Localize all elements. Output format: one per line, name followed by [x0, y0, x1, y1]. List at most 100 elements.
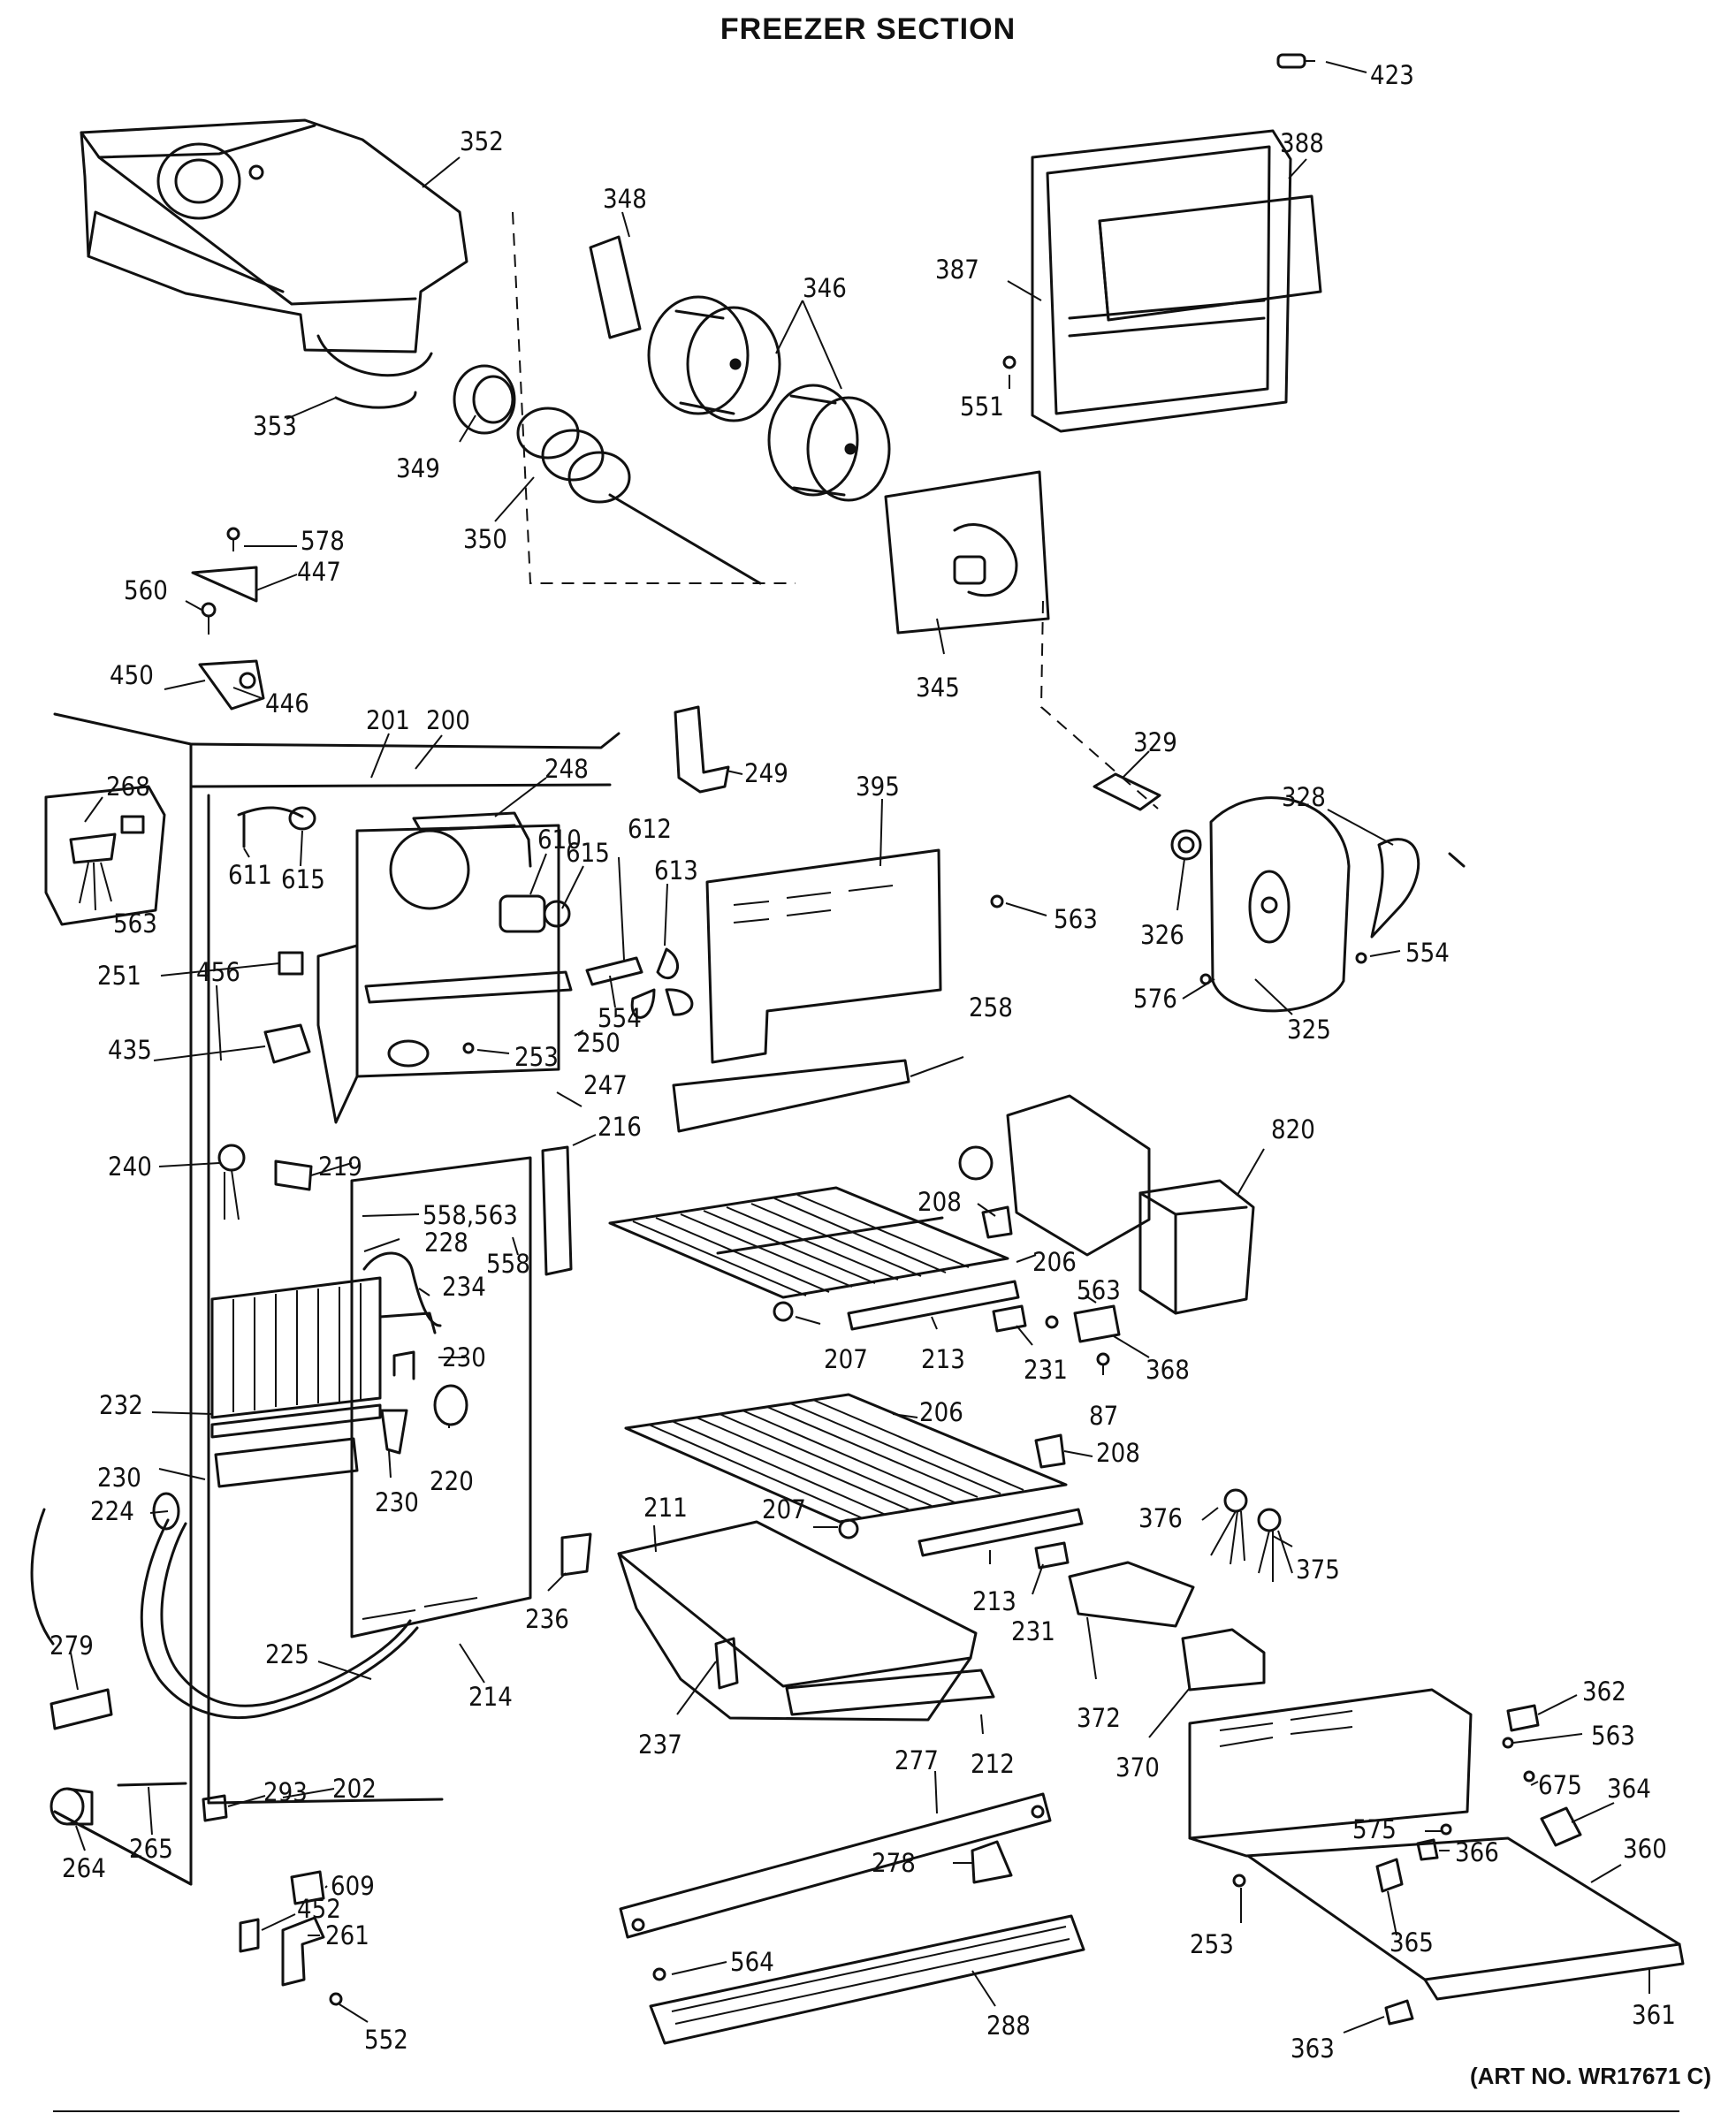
- part-288-grille: [649, 1914, 1085, 2045]
- part-label-240: 240: [108, 1152, 152, 1182]
- part-label-361: 361: [1632, 2000, 1676, 2030]
- part-label-206a: 206: [1032, 1247, 1077, 1277]
- part-258-trim: [672, 1059, 910, 1133]
- part-label-230b: 230: [97, 1463, 141, 1493]
- part-328-pin: [1448, 852, 1466, 868]
- part-label-612: 612: [628, 814, 672, 844]
- part-452-plate: [239, 1918, 260, 1953]
- part-236-hinge: [560, 1532, 592, 1577]
- part-240-grommet: [217, 1144, 246, 1172]
- part-label-261: 261: [325, 1920, 369, 1950]
- part-224-drain: [30, 1492, 419, 1720]
- part-253-screw-a: [462, 1042, 475, 1054]
- part-554-screw-a: [1355, 952, 1367, 964]
- part-446-bracket: [198, 659, 265, 711]
- part-label-349: 349: [396, 453, 440, 483]
- part-366-clip: [1416, 1838, 1439, 1861]
- part-675-screw: [1523, 1770, 1535, 1783]
- part-label-552: 552: [364, 2025, 408, 2055]
- part-363-foot: [1384, 1999, 1414, 2026]
- part-575-screw: [1440, 1823, 1452, 1836]
- part-label-563b: 563: [1054, 904, 1098, 934]
- part-253-screw-b: [1232, 1874, 1246, 1888]
- part-370-timer: [1181, 1628, 1266, 1691]
- part-label-558-563: 558,563: [423, 1200, 518, 1230]
- part-label-251: 251: [97, 961, 141, 991]
- part-label-560: 560: [124, 575, 168, 605]
- part-346-auger-rings: [647, 295, 891, 502]
- part-240-wires: [224, 1169, 240, 1220]
- part-435-light: [263, 1023, 311, 1064]
- part-label-288: 288: [986, 2011, 1031, 2041]
- part-label-423: 423: [1370, 60, 1414, 90]
- part-564-screw: [652, 1967, 666, 1981]
- part-label-326: 326: [1140, 920, 1184, 950]
- part-230-heater: [380, 1409, 408, 1455]
- part-label-615b: 615: [281, 864, 325, 894]
- part-label-207b: 207: [762, 1494, 806, 1524]
- part-label-208a: 208: [917, 1187, 962, 1217]
- part-208-clip-a: [981, 1205, 1013, 1239]
- part-label-213a: 213: [921, 1344, 965, 1374]
- part-label-250: 250: [576, 1028, 621, 1058]
- leader-lines: [70, 61, 1650, 2034]
- part-328-cover: [1370, 838, 1420, 939]
- part-label-576: 576: [1133, 984, 1177, 1014]
- part-label-279: 279: [49, 1631, 94, 1661]
- part-264-leveling-roller: [49, 1787, 94, 1826]
- part-label-563c: 563: [1077, 1275, 1121, 1305]
- part-228-tube: [362, 1251, 442, 1327]
- part-label-225: 225: [265, 1639, 309, 1669]
- part-label-234: 234: [442, 1272, 486, 1302]
- part-label-231a: 231: [1024, 1355, 1068, 1385]
- part-label-207a: 207: [824, 1344, 868, 1374]
- part-label-220: 220: [430, 1466, 474, 1496]
- part-label-395: 395: [856, 772, 900, 802]
- part-label-452: 452: [297, 1894, 341, 1924]
- part-label-265: 265: [129, 1834, 173, 1864]
- part-label-216: 216: [598, 1112, 642, 1142]
- part-563-screw-d: [1502, 1737, 1514, 1749]
- part-label-376: 376: [1138, 1503, 1183, 1533]
- part-label-230a: 230: [442, 1342, 486, 1372]
- part-label-352: 352: [460, 126, 504, 156]
- part-label-200: 200: [426, 705, 470, 735]
- part-248-duct: [412, 811, 532, 868]
- part-326-coupling: [1170, 829, 1202, 861]
- part-232-evaporator: [210, 1276, 382, 1488]
- part-206-shelf-upper: [608, 1186, 1009, 1299]
- part-label-447: 447: [297, 557, 341, 587]
- part-label-87: 87: [1089, 1401, 1118, 1431]
- part-label-353: 353: [253, 411, 297, 441]
- part-label-278: 278: [872, 1848, 916, 1878]
- part-label-264: 264: [62, 1853, 106, 1883]
- part-611-bracket: [237, 806, 304, 848]
- part-label-328: 328: [1282, 782, 1326, 812]
- part-label-554b: 554: [598, 1003, 642, 1033]
- part-249-damper: [674, 705, 730, 794]
- part-211-ice-pan: [617, 1520, 995, 1722]
- part-label-206b: 206: [919, 1397, 963, 1427]
- part-345-bracket: [884, 470, 1050, 635]
- part-label-214: 214: [468, 1682, 513, 1712]
- assembly-line-auger: [512, 211, 796, 584]
- part-325-auger-motor: [1209, 796, 1351, 1013]
- part-label-213b: 213: [972, 1586, 1016, 1616]
- part-277-rail: [619, 1792, 1052, 1939]
- cabinet-liner: [53, 712, 621, 1886]
- part-578-screw: [226, 527, 240, 551]
- art-number: (ART NO. WR17671 C): [1469, 2063, 1711, 2089]
- part-563-screw-a: [990, 894, 1004, 908]
- part-613-fan-blade: [630, 947, 694, 1019]
- part-231-bracket-a: [992, 1304, 1027, 1333]
- part-label-365: 365: [1390, 1927, 1434, 1958]
- part-551-screw: [1002, 355, 1016, 369]
- part-label-202: 202: [332, 1774, 377, 1804]
- part-label-212: 212: [971, 1749, 1015, 1779]
- part-265-axle: [117, 1782, 187, 1787]
- part-labels: 423 352 388 348 387 346 551 353 349 350 …: [49, 60, 1676, 2064]
- part-207-support-a: [773, 1301, 794, 1322]
- part-label-575: 575: [1352, 1814, 1397, 1844]
- part-label-387: 387: [935, 255, 979, 285]
